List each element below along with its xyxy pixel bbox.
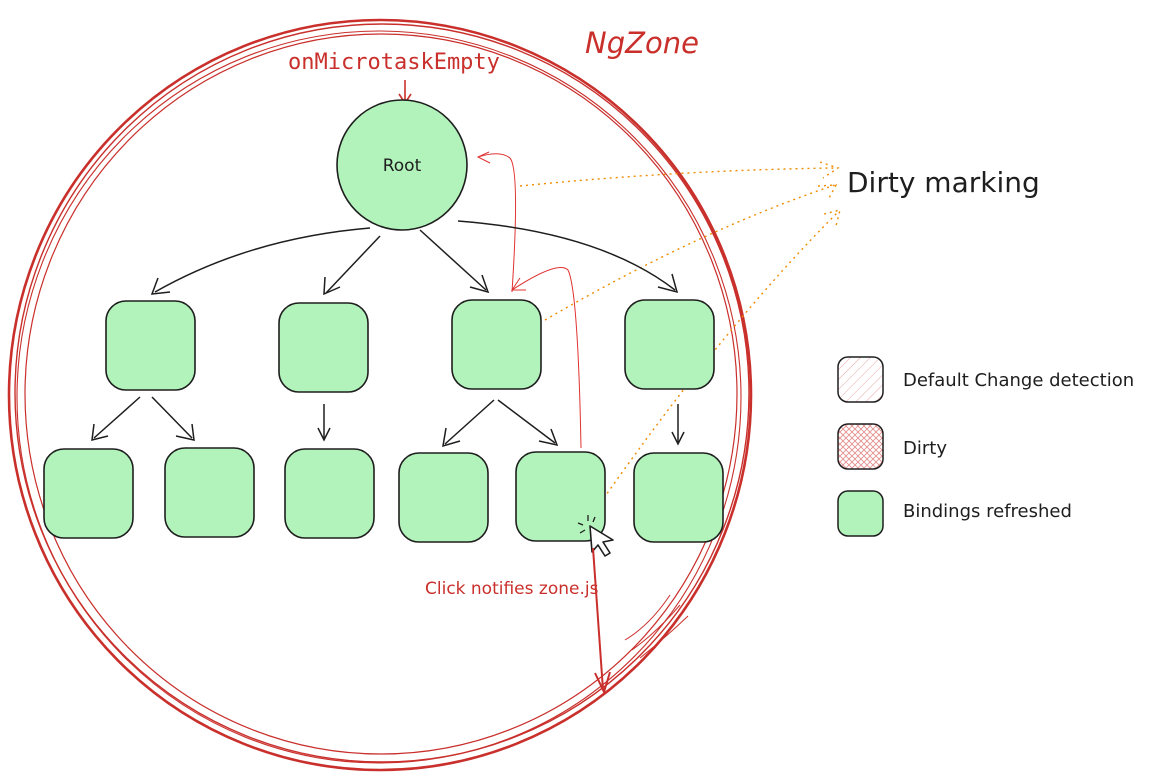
legend-swatch-dirty [837, 423, 884, 470]
ngzone-boundary [7, 18, 753, 772]
dirty-marking-lines [519, 161, 841, 519]
click-notifies-label: Click notifies zone.js [425, 579, 599, 599]
microtask-label: onMicrotaskEmpty [288, 50, 500, 75]
component-node [105, 300, 196, 391]
legend-swatch-refreshed [837, 490, 884, 537]
tree-nodes-level-2 [43, 447, 724, 543]
component-node [43, 448, 134, 539]
tree-edges [91, 220, 685, 448]
component-node [624, 299, 715, 390]
click-notify-arrow [592, 547, 611, 695]
root-label: Root [383, 156, 422, 176]
component-node [398, 452, 489, 543]
legend-label-refreshed: Bindings refreshed [903, 501, 1072, 522]
legend-label-dirty: Dirty [903, 438, 947, 459]
component-node [451, 299, 542, 390]
legend-swatch-default [837, 356, 884, 403]
component-node [284, 448, 375, 539]
component-node [633, 452, 724, 543]
legend: Default Change detection Dirty Bindings … [837, 356, 1134, 537]
component-node [164, 447, 255, 538]
ngzone-label: NgZone [585, 26, 699, 60]
component-node-clicked [515, 451, 606, 542]
dirty-propagation-arrows [476, 151, 582, 449]
component-node [278, 302, 369, 393]
root-node: Root [336, 99, 468, 231]
legend-label-default: Default Change detection [903, 370, 1134, 391]
tree-nodes-level-1 [105, 299, 715, 393]
dirty-marking-label: Dirty marking [847, 166, 1040, 199]
